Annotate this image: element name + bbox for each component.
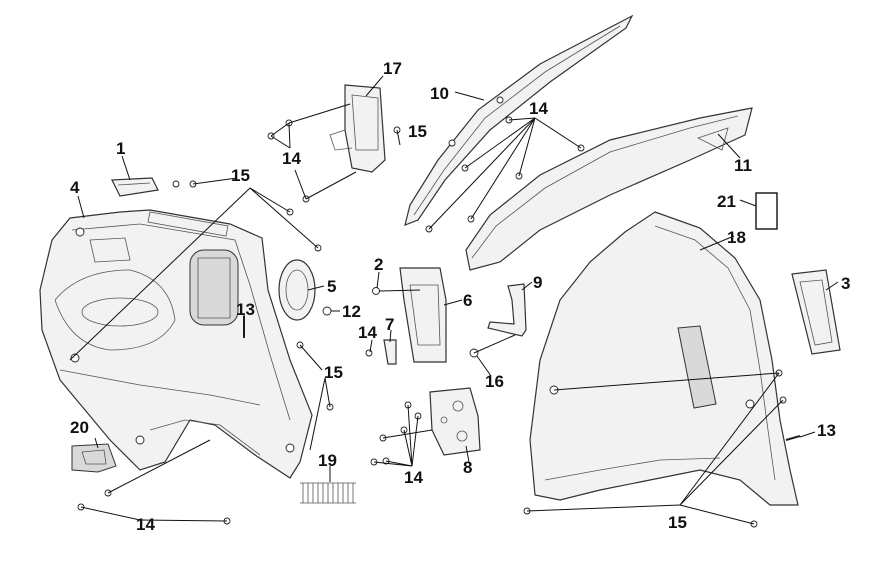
leader-lines bbox=[69, 75, 839, 525]
callout-15-near-17: 15 bbox=[408, 122, 427, 141]
callout-5: 5 bbox=[327, 277, 336, 296]
bracket-part-20 bbox=[71, 443, 117, 473]
callout-21: 21 bbox=[717, 192, 736, 211]
washer-part-12 bbox=[322, 306, 332, 316]
latch-part-8 bbox=[429, 387, 481, 456]
callout-13-left: 13 bbox=[236, 300, 255, 319]
clip-part-7 bbox=[383, 339, 397, 365]
callout-6: 6 bbox=[463, 291, 472, 310]
callout-7: 7 bbox=[385, 315, 394, 334]
callout-14-top: 14 bbox=[529, 99, 548, 118]
callout-14-near-17: 14 bbox=[282, 149, 301, 168]
callout-3: 3 bbox=[841, 274, 850, 293]
callout-14-bottom: 14 bbox=[136, 515, 155, 534]
label-part-21 bbox=[755, 192, 778, 230]
callout-10: 10 bbox=[430, 84, 449, 103]
callout-11: 11 bbox=[734, 156, 752, 175]
callout-14-mid-left: 14 bbox=[358, 323, 377, 342]
callout-14-mid: 14 bbox=[404, 468, 423, 487]
bracket-part-6 bbox=[399, 267, 447, 363]
screw-part-2 bbox=[372, 287, 380, 295]
callout-9: 9 bbox=[533, 273, 542, 292]
callout-16: 16 bbox=[485, 372, 504, 391]
callout-15-mid: 15 bbox=[324, 363, 343, 382]
callout-12: 12 bbox=[342, 302, 361, 321]
upper-trim-part-10 bbox=[404, 14, 634, 226]
callout-15-bottom-right: 15 bbox=[668, 513, 687, 532]
bracket-part-17 bbox=[329, 84, 386, 173]
callout-8: 8 bbox=[463, 458, 472, 477]
callout-17: 17 bbox=[383, 59, 402, 78]
callout-numbers: 1 4 15 17 14 15 10 14 11 21 18 3 2 5 12 … bbox=[70, 59, 850, 534]
callout-15-top-left: 15 bbox=[231, 166, 250, 185]
lower-trim-part-11 bbox=[465, 107, 753, 271]
callout-18: 18 bbox=[727, 228, 746, 247]
callout-19: 19 bbox=[318, 451, 337, 470]
inner-leg-shield-part-4 bbox=[39, 209, 313, 479]
hinge-part-9 bbox=[487, 283, 527, 337]
callout-13-right: 13 bbox=[817, 421, 836, 440]
inner-panel-part-18 bbox=[529, 211, 799, 506]
callout-2: 2 bbox=[374, 255, 383, 274]
callout-1: 1 bbox=[116, 139, 125, 158]
callout-20: 20 bbox=[70, 418, 89, 437]
spring-part-19 bbox=[300, 482, 356, 504]
round-cap-part-5 bbox=[278, 259, 316, 321]
plate-part-3 bbox=[791, 269, 841, 355]
vent-cover-part-1 bbox=[111, 177, 159, 197]
callout-4: 4 bbox=[70, 178, 80, 197]
